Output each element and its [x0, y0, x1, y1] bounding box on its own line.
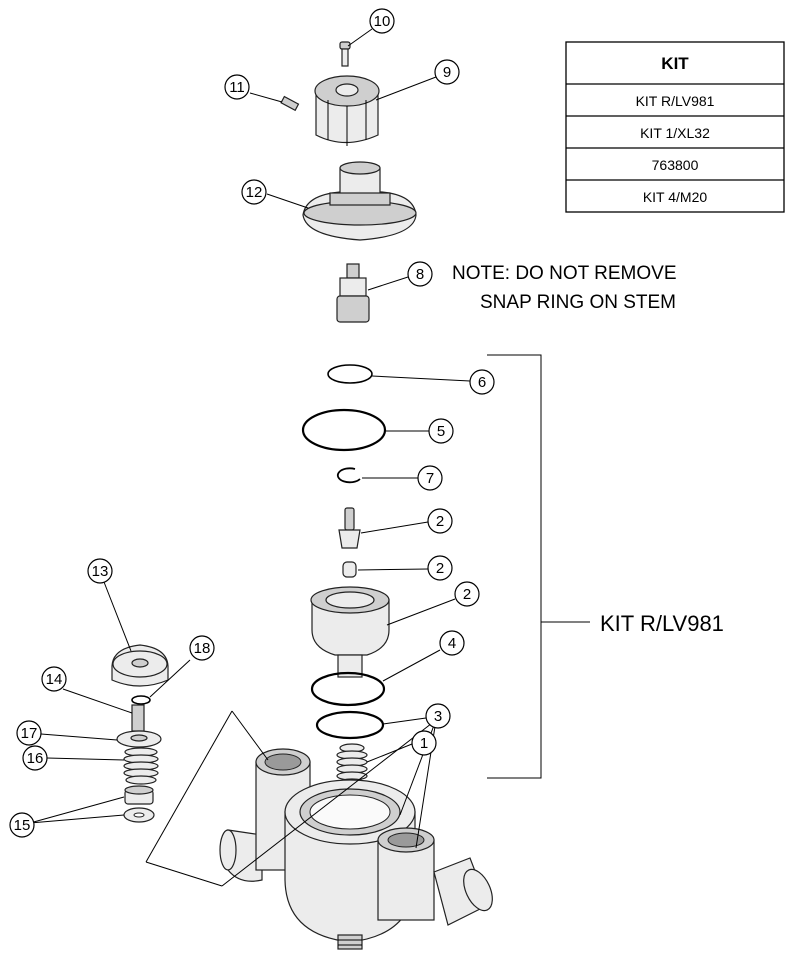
callout-9: 9 [434, 59, 460, 85]
svg-text:16: 16 [27, 750, 44, 767]
svg-text:2: 2 [436, 513, 444, 530]
part-2-piston [310, 586, 456, 678]
svg-text:18: 18 [194, 640, 211, 657]
note-line-2: SNAP RING ON STEM [480, 292, 676, 313]
part-11-set-screw [249, 92, 300, 112]
kit-table-row: KIT 1/XL32 [640, 125, 710, 141]
note-line-1: NOTE: DO NOT REMOVE [452, 263, 677, 284]
part-14-pilot-stem [62, 688, 145, 732]
kit-table-header: KIT [661, 54, 689, 73]
kit-bracket: KIT R/LV981 [487, 354, 724, 779]
svg-text:4: 4 [448, 635, 456, 652]
svg-text:2: 2 [436, 560, 444, 577]
callouts: 10 11 9 12 8 6 5 7 2 2 2 4 3 1 13 18 14 … [9, 8, 495, 838]
part-13-pilot-cap [103, 581, 169, 687]
callout-2: 2 [427, 508, 453, 534]
callout-13: 13 [87, 558, 113, 584]
part-12-bonnet [266, 161, 417, 241]
part-5-large-oring [301, 408, 429, 452]
svg-text:3: 3 [434, 708, 442, 725]
svg-text:12: 12 [246, 184, 263, 201]
valve-body [219, 748, 493, 950]
svg-text:1: 1 [420, 735, 428, 752]
svg-text:10: 10 [374, 13, 391, 30]
callout-15: 15 [9, 812, 35, 838]
svg-text:6: 6 [478, 374, 486, 391]
kit-table-row: 763800 [652, 157, 699, 173]
kit-table: KIT KIT R/LV981 KIT 1/XL32 763800 KIT 4/… [565, 41, 785, 213]
svg-text:14: 14 [46, 671, 63, 688]
kit-label: KIT R/LV981 [600, 611, 724, 636]
callout-6: 6 [469, 369, 495, 395]
part-7-snap-ring [336, 467, 418, 484]
part-9-handle-knob [314, 75, 437, 146]
callout-3: 3 [425, 703, 451, 729]
kit-table-row: KIT 4/M20 [643, 189, 708, 205]
svg-text:7: 7 [426, 470, 434, 487]
callout-12: 12 [241, 179, 267, 205]
callout-2: 2 [427, 555, 453, 581]
part-3-oring [315, 710, 427, 740]
svg-text:13: 13 [92, 563, 109, 580]
callout-8: 8 [407, 261, 433, 287]
callout-2: 2 [454, 581, 480, 607]
svg-text:17: 17 [21, 725, 38, 742]
kit-table-row: KIT R/LV981 [636, 93, 715, 109]
callout-14: 14 [41, 666, 67, 692]
callout-10: 10 [369, 8, 395, 34]
part-4-oring [310, 649, 441, 707]
part-2-plug [342, 561, 429, 578]
part-2-pin [338, 507, 429, 549]
svg-text:2: 2 [463, 586, 471, 603]
callout-16: 16 [22, 745, 48, 771]
part-15-seats [29, 785, 155, 824]
part-8-stem [336, 263, 409, 323]
callout-17: 17 [16, 720, 42, 746]
svg-text:5: 5 [437, 423, 445, 440]
part-16-pilot-spring [46, 747, 159, 785]
callout-5: 5 [428, 418, 454, 444]
svg-text:15: 15 [14, 817, 31, 834]
part-17-washer [40, 730, 162, 748]
part-18-oring [131, 659, 191, 705]
part-6-small-oring [327, 364, 471, 384]
callout-18: 18 [189, 635, 215, 661]
callout-4: 4 [439, 630, 465, 656]
callout-11: 11 [224, 74, 250, 100]
part-10-screw [339, 28, 373, 67]
callout-7: 7 [417, 465, 443, 491]
svg-text:11: 11 [229, 79, 245, 96]
svg-text:8: 8 [416, 266, 424, 283]
svg-text:9: 9 [443, 64, 451, 81]
callout-1: 1 [411, 730, 437, 756]
